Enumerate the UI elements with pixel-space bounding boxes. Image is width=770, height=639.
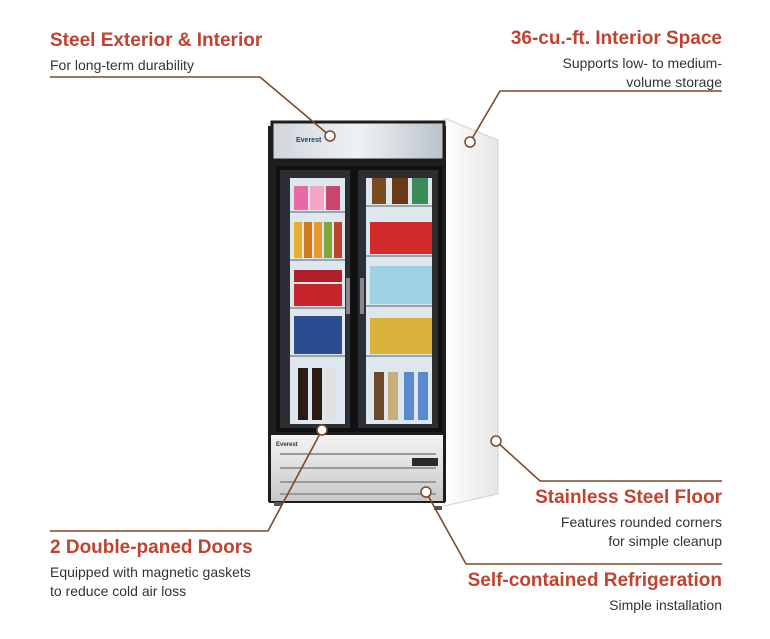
leader-dots: [316, 130, 502, 498]
foot: [274, 502, 282, 506]
control-panel: [412, 458, 438, 466]
callout-desc: For long-term durability: [50, 57, 194, 73]
callout-desc: Features rounded corners for simple clea…: [535, 513, 722, 551]
shelves: [290, 205, 432, 357]
left-door-handle: [346, 278, 350, 314]
callout-desc-line: for simple cleanup: [608, 533, 722, 549]
callout-steel-exterior: Steel Exterior & Interior For long-term …: [50, 30, 262, 75]
callout-desc: Simple installation: [609, 597, 722, 613]
callout-double-doors: 2 Double-paned Doors Equipped with magne…: [50, 537, 253, 601]
callout-desc: Equipped with magnetic gaskets to reduce…: [50, 563, 253, 601]
callout-title: Self-contained Refrigeration: [467, 570, 722, 591]
callout-title: 2 Double-paned Doors: [50, 537, 253, 558]
brand-logo-bottom: Everest: [276, 442, 298, 448]
callout-desc-line: Equipped with magnetic gaskets: [50, 564, 251, 580]
cabinet-side: [443, 117, 499, 507]
callout-title: Steel Exterior & Interior: [50, 30, 263, 51]
callout-refrigeration: Self-contained Refrigeration Simple inst…: [468, 570, 722, 615]
callout-desc-line: Features rounded corners: [560, 514, 722, 530]
callout-title: Stainless Steel Floor: [535, 487, 722, 508]
foot: [434, 506, 442, 510]
sign-panel: [270, 120, 446, 162]
brand-logo-top: Everest: [296, 137, 322, 144]
callout-desc-line: volume storage: [626, 74, 722, 90]
callout-interior-space: 36-cu.-ft. Interior Space Supports low- …: [511, 28, 722, 92]
callout-desc: Supports low- to medium- volume storage: [511, 54, 722, 92]
callout-title: 36-cu.-ft. Interior Space: [510, 28, 722, 49]
right-door-handle: [360, 278, 364, 314]
callout-desc-line: Supports low- to medium-: [562, 55, 722, 71]
callout-desc-line: to reduce cold air loss: [50, 583, 187, 599]
beverage-products: [294, 178, 432, 420]
grille-slats: [280, 453, 436, 495]
callout-stainless-floor: Stainless Steel Floor Features rounded c…: [535, 487, 722, 551]
leader-lines: [50, 76, 722, 565]
